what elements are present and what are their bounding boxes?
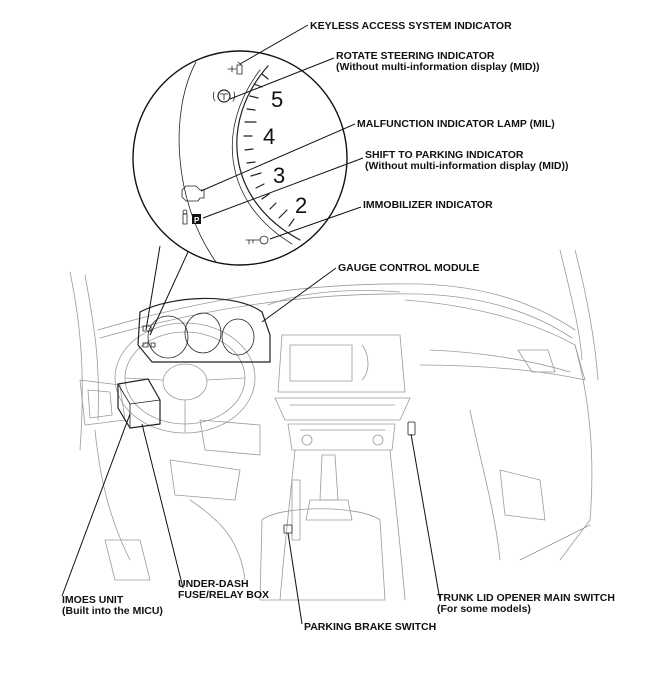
gauge-number-2: 2 (295, 193, 307, 218)
label-trunk-lid-switch: TRUNK LID OPENER MAIN SWITCH (437, 592, 615, 604)
label-trunk-lid-switch-note: (For some models) (437, 603, 531, 615)
callout-labels: KEYLESS ACCESS SYSTEM INDICATOR ROTATE S… (62, 20, 615, 633)
engine-icon (181, 185, 205, 202)
label-immobilizer: IMMOBILIZER INDICATOR (363, 199, 493, 211)
dashboard-drawing (69, 249, 599, 601)
magnified-gauge-detail: 5 4 3 2 P (132, 50, 348, 266)
label-imoes-unit-note: (Built into the MICU) (62, 605, 163, 617)
gauge-number-4: 4 (263, 124, 275, 149)
gauge-number-5: 5 (271, 87, 283, 112)
label-shift-to-parking-note: (Without multi-information display (MID)… (365, 160, 568, 172)
label-mil: MALFUNCTION INDICATOR LAMP (MIL) (357, 118, 555, 130)
gauge-number-3: 3 (273, 163, 285, 188)
leader-lines (61, 24, 441, 625)
immobilizer-key-icon (245, 235, 269, 245)
label-imoes-unit: IMOES UNIT (62, 594, 124, 606)
label-fuse-relay-box: FUSE/RELAY BOX (178, 589, 269, 601)
label-rotate-steering-note: (Without multi-information display (MID)… (336, 61, 539, 73)
label-keyless-access: KEYLESS ACCESS SYSTEM INDICATOR (310, 20, 512, 32)
label-shift-to-parking: SHIFT TO PARKING INDICATOR (365, 149, 524, 161)
svg-text:P: P (194, 216, 200, 225)
label-rotate-steering: ROTATE STEERING INDICATOR (336, 50, 495, 62)
rotate-steering-icon (212, 89, 236, 103)
keyless-access-icon (227, 61, 243, 75)
label-under-dash: UNDER-DASH (178, 578, 249, 590)
label-parking-brake-switch: PARKING BRAKE SWITCH (304, 621, 436, 633)
shift-to-parking-icon: P (182, 209, 201, 225)
label-gauge-control-module: GAUGE CONTROL MODULE (338, 262, 480, 274)
